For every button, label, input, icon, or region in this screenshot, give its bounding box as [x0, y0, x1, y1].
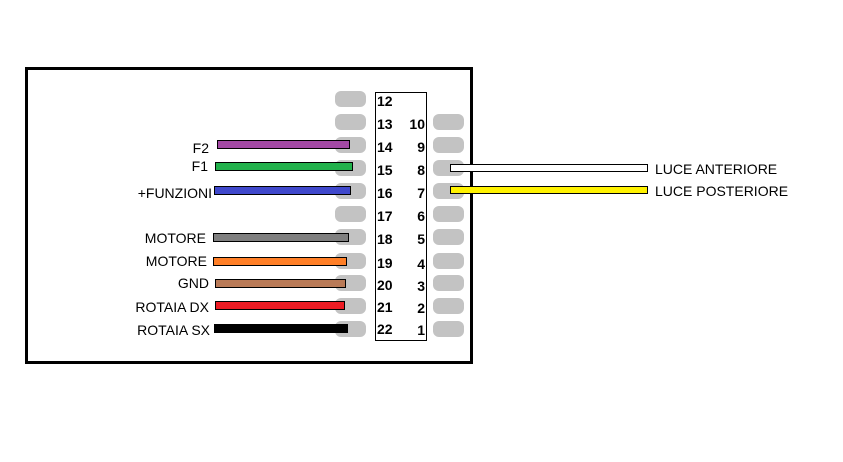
pin-number: 22: [377, 321, 393, 337]
label-rotaia-dx: ROTAIA DX: [135, 299, 209, 315]
pin-number: 10: [409, 116, 425, 132]
connector-body: [375, 92, 427, 341]
wire-rotaia-dx-red: [215, 301, 345, 310]
pad-pin-3: [433, 275, 464, 291]
wire-motore-orange: [213, 257, 347, 266]
pad-pin-12: [335, 91, 366, 107]
wire-funzioni-blue: [214, 186, 351, 195]
pin-number: 9: [417, 139, 425, 155]
pad-pin-10: [433, 114, 464, 130]
pin-number: 16: [377, 185, 393, 201]
wire-f1-green: [215, 162, 353, 171]
pad-pin-5: [433, 229, 464, 245]
pin-number: 15: [377, 162, 393, 178]
wire-rotaia-sx-black: [214, 324, 348, 333]
pin-number: 5: [417, 231, 425, 247]
wire-f2-purple: [217, 140, 350, 149]
pin-number: 2: [417, 300, 425, 316]
label-funzioni: +FUNZIONI: [137, 185, 212, 201]
label-gnd: GND: [177, 275, 209, 291]
label-f1: F1: [191, 158, 208, 174]
pin-number: 14: [377, 139, 393, 155]
label-luce-posteriore: LUCE POSTERIORE: [655, 183, 789, 199]
pin-number: 21: [377, 299, 393, 315]
pin-number: 20: [377, 277, 393, 293]
pin-number: 7: [417, 185, 425, 201]
pad-pin-6: [433, 206, 464, 222]
wire-gnd-brown: [215, 279, 346, 288]
pad-pin-17: [335, 206, 366, 222]
pin-number: 13: [377, 116, 393, 132]
label-f2: F2: [192, 140, 209, 156]
wire-luce-posteriore-yellow: [450, 186, 648, 194]
wire-motore-grey: [213, 233, 349, 242]
pin-number: 3: [417, 278, 425, 294]
label-rotaia-sx: ROTAIA SX: [137, 322, 210, 338]
pin-number: 19: [377, 255, 393, 271]
pin-number: 17: [377, 208, 393, 224]
label-motore-1: MOTORE: [144, 230, 206, 246]
wire-luce-anteriore-white: [450, 164, 648, 172]
pin-number: 1: [417, 322, 425, 338]
pin-number: 18: [377, 231, 393, 247]
pad-pin-4: [433, 253, 464, 269]
pad-pin-9: [433, 137, 464, 153]
pad-pin-2: [433, 298, 464, 314]
pin-number: 12: [377, 93, 393, 109]
label-motore-2: MOTORE: [145, 253, 207, 269]
label-luce-anteriore: LUCE ANTERIORE: [655, 161, 778, 177]
pad-pin-13: [335, 114, 366, 130]
pin-number: 8: [417, 162, 425, 178]
pad-pin-1: [433, 321, 464, 337]
pin-number: 4: [417, 256, 425, 272]
pin-number: 6: [417, 208, 425, 224]
